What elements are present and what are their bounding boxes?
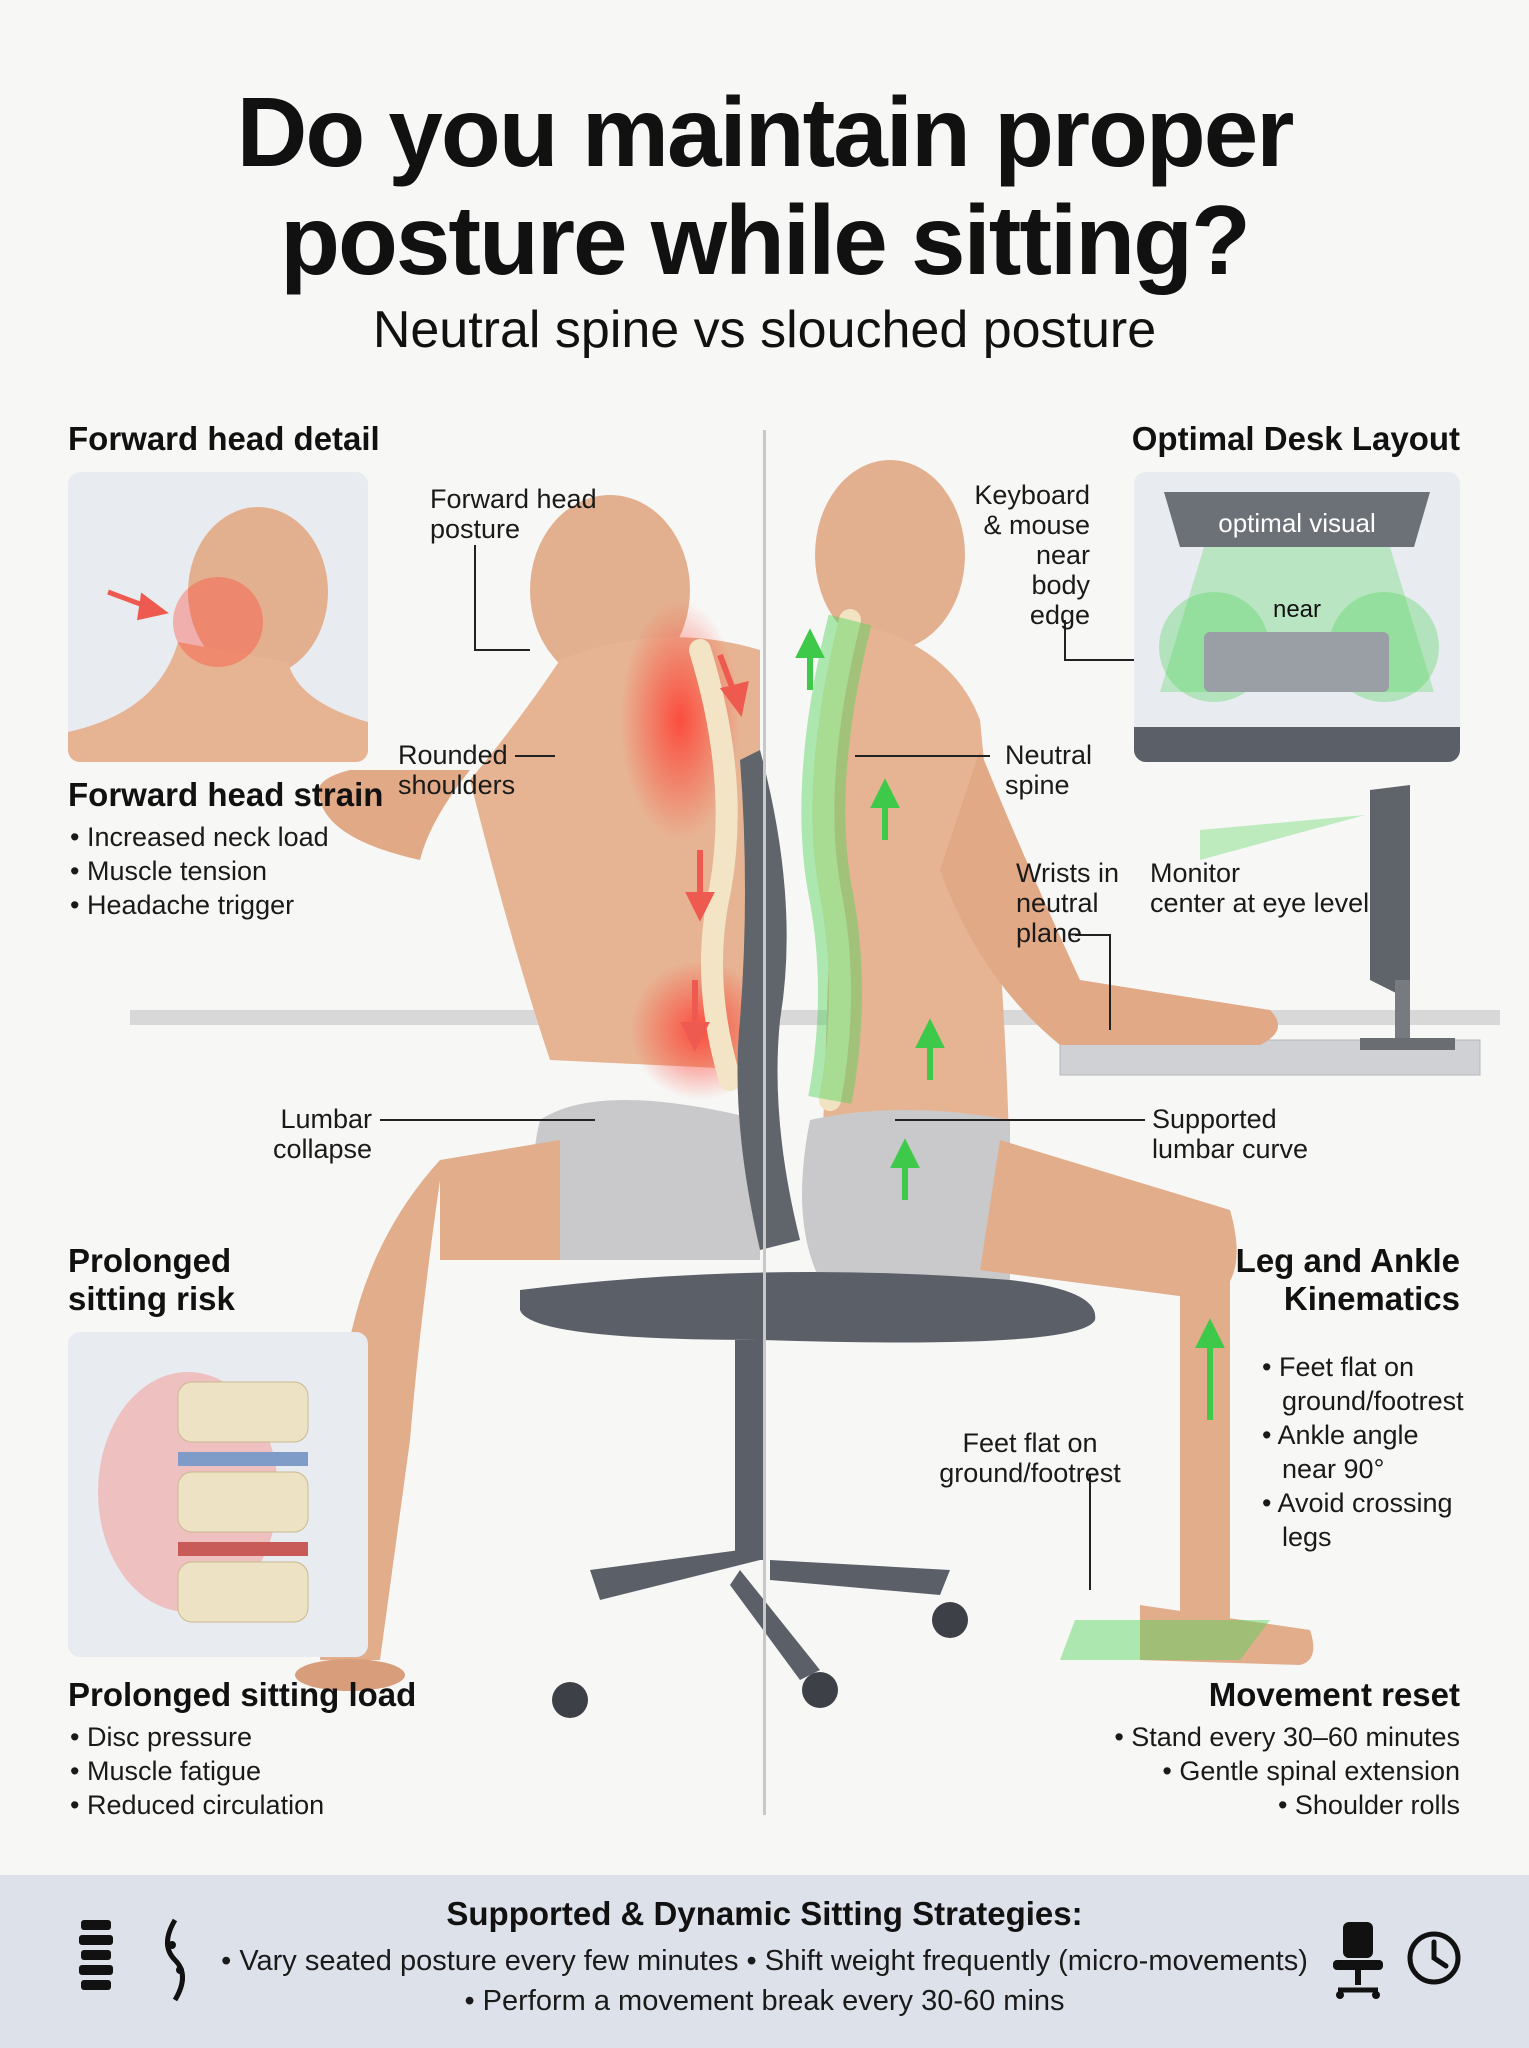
center-divider (763, 430, 766, 1815)
list-item: Gentle spinal extension (1060, 1754, 1460, 1788)
forward-head-panel (68, 472, 368, 762)
list-item: Increased neck load (70, 820, 329, 854)
forward-head-detail-heading: Forward head detail (68, 420, 380, 457)
list-item: Shoulder rolls (1060, 1788, 1460, 1822)
desk-layout-panel: optimal visual near (1134, 472, 1460, 762)
slouched-person (295, 495, 770, 1691)
monitor-illustration (1200, 785, 1455, 1050)
posture-illustration (130, 460, 1500, 1718)
near-label: near (1273, 596, 1321, 623)
disc-image (98, 1372, 309, 1623)
office-chair-icon (1333, 1922, 1383, 1999)
title-line-1: Do you maintain proper (236, 77, 1295, 187)
title-line-2: posture while sitting? (280, 185, 1251, 295)
optimal-desk-layout-heading: Optimal Desk Layout (1131, 420, 1460, 457)
prolonged-sitting-load-heading: Prolonged sitting load (68, 1676, 417, 1713)
strategies-bar (0, 1875, 1529, 2048)
spine-curve-icon (165, 1918, 185, 2002)
disc-pressure-panel (68, 1332, 368, 1657)
strategies-line-2: • Perform a movement break every 30-60 m… (464, 1985, 1065, 2017)
page-subtitle: Neutral spine vs slouched posture (372, 301, 1157, 359)
page-title: Do you maintain proper posture while sit… (0, 78, 1529, 294)
office-chair (520, 750, 1096, 1718)
clock-icon (1407, 1931, 1461, 1985)
list-item: Reduced circulation (70, 1788, 324, 1822)
monitor-label: optimal visual (1218, 508, 1376, 538)
heading-line: Kinematics (1283, 1280, 1460, 1317)
forward-head-image (68, 507, 368, 762)
list-item: Disc pressure (70, 1720, 324, 1754)
list-item: Muscle fatigue (70, 1754, 324, 1788)
strategies-line-1: • Vary seated posture every few minutes … (221, 1945, 1308, 1977)
heading-line: sitting risk (68, 1280, 235, 1317)
list-item: Stand every 30–60 minutes (1060, 1720, 1460, 1754)
strategies-title: Supported & Dynamic Sitting Strategies: (446, 1895, 1083, 1932)
heading-line: Prolonged (68, 1242, 232, 1279)
prolonged-sitting-risk-heading: Prolonged sitting risk (68, 1242, 235, 1318)
heading-line: Leg and Ankle (1235, 1242, 1460, 1279)
desk-layout-image: optimal visual near (1134, 492, 1460, 762)
list-item: Muscle tension (70, 854, 329, 888)
spine-icon (79, 1920, 113, 1990)
upright-person (795, 460, 1314, 1665)
movement-reset-heading: Movement reset (1208, 1676, 1460, 1713)
forward-head-strain-heading: Forward head strain (68, 776, 384, 813)
prolonged-sitting-load-list: Disc pressure Muscle fatigue Reduced cir… (70, 1720, 324, 1822)
forward-head-strain-list: Increased neck load Muscle tension Heada… (70, 820, 329, 922)
list-item: Headache trigger (70, 888, 329, 922)
movement-reset-list: Stand every 30–60 minutes Gentle spinal … (1060, 1720, 1460, 1822)
leg-ankle-heading: Leg and Ankle Kinematics (1100, 1242, 1460, 1318)
